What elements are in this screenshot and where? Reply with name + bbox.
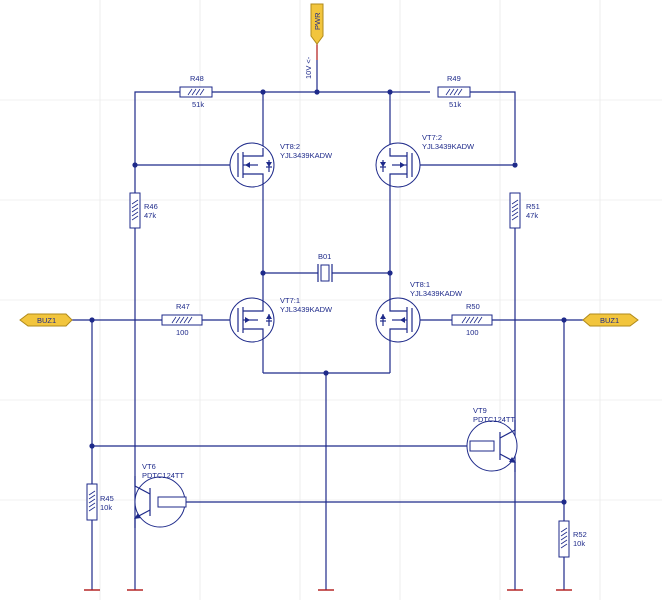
mosfet-vt8-1[interactable]: VT8:1 YJL3439KADW (375, 280, 463, 344)
resistor-r46-ref: R46 (144, 202, 158, 211)
resistor-r45-value: 10k (100, 503, 112, 512)
transistor-vt6-part: PDTC124TT (142, 471, 185, 480)
power-voltage-label: 10V <- (304, 56, 313, 79)
transistor-vt9-ref: VT9 (473, 406, 487, 415)
resistor-r50-value: 100 (466, 328, 479, 337)
mosfet-vt7-1[interactable]: VT7:1 YJL3439KADW (229, 296, 333, 344)
power-port[interactable]: PWR (310, 3, 324, 45)
mosfet-vt8-2-ref: VT8:2 (280, 142, 300, 151)
mosfet-vt7-1-part: YJL3439KADW (280, 305, 333, 314)
port-buz1-left-label: BUZ1 (37, 316, 56, 325)
resistor-r49-ref: R49 (447, 74, 461, 83)
port-buz1-right-label: BUZ1 (600, 316, 619, 325)
transistor-vt6[interactable]: VT6 PDTC124TT (134, 462, 187, 528)
mosfet-vt7-2-part: YJL3439KADW (422, 142, 475, 151)
mosfet-vt8-1-part: YJL3439KADW (410, 289, 463, 298)
mosfet-vt8-2[interactable]: VT8:2 YJL3439KADW (229, 142, 333, 188)
mosfet-vt8-2-part: YJL3439KADW (280, 151, 333, 160)
resistor-r47-ref: R47 (176, 302, 190, 311)
resistor-r48[interactable]: R48 51k (179, 74, 213, 109)
resistor-r48-ref: R48 (190, 74, 204, 83)
resistor-r52-value: 10k (573, 539, 585, 548)
wires (72, 44, 583, 590)
junctions (89, 89, 567, 505)
port-buz1-left[interactable]: BUZ1 (19, 313, 73, 327)
resistor-r51-value: 47k (526, 211, 538, 220)
resistor-r46[interactable]: R46 47k (129, 192, 158, 229)
resistor-r47[interactable]: R47 100 (161, 302, 203, 337)
resistor-r47-value: 100 (176, 328, 189, 337)
power-port-label: PWR (313, 12, 322, 30)
mosfet-vt7-2-ref: VT7:2 (422, 133, 442, 142)
mosfet-vt7-1-ref: VT7:1 (280, 296, 300, 305)
resistor-r50-ref: R50 (466, 302, 480, 311)
transistor-vt9-part: PDTC124TT (473, 415, 516, 424)
resistor-r50[interactable]: R50 100 (451, 302, 493, 337)
buzzer-b01[interactable]: B01 (317, 252, 333, 282)
resistor-r49-value: 51k (449, 100, 461, 109)
resistor-r52-ref: R52 (573, 530, 587, 539)
resistor-r52[interactable]: R52 10k (558, 520, 587, 558)
mosfet-vt8-1-ref: VT8:1 (410, 280, 430, 289)
transistor-vt6-ref: VT6 (142, 462, 156, 471)
transistor-vt9[interactable]: VT9 PDTC124TT (466, 406, 518, 472)
resistor-r45[interactable]: R45 10k (86, 483, 114, 521)
mosfet-vt7-2[interactable]: VT7:2 YJL3439KADW (375, 133, 475, 188)
resistor-r51-ref: R51 (526, 202, 540, 211)
resistor-r51[interactable]: R51 47k (509, 192, 540, 229)
buzzer-b01-ref: B01 (318, 252, 331, 261)
resistor-r48-value: 51k (192, 100, 204, 109)
resistor-r46-value: 47k (144, 211, 156, 220)
resistor-r49[interactable]: R49 51k (437, 74, 471, 109)
port-buz1-right[interactable]: BUZ1 (582, 313, 639, 327)
resistor-r45-ref: R45 (100, 494, 114, 503)
